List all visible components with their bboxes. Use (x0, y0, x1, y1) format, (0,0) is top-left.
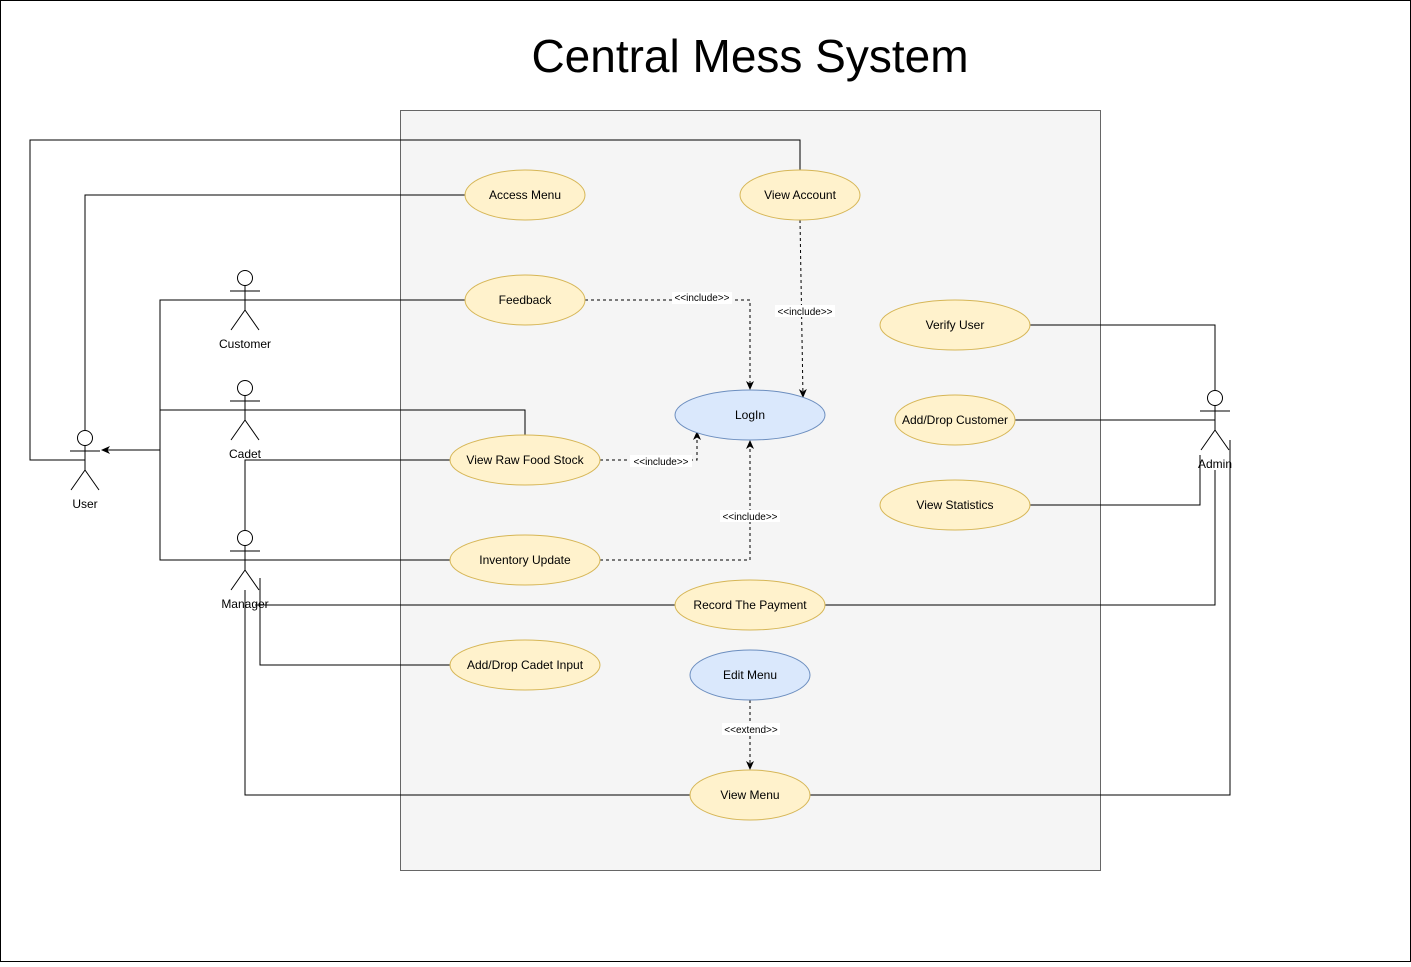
include-label-view-account: <<include>> (777, 307, 832, 318)
use-case-view-menu[interactable]: View Menu (689, 769, 811, 821)
actor-manager[interactable] (230, 530, 260, 591)
association-manager-raw-food (244, 459, 450, 530)
include-feedback-login (585, 299, 754, 390)
use-case-view-statistics[interactable]: View Statistics (879, 479, 1031, 531)
use-case-view-raw-food-stock[interactable]: View Raw Food Stock (449, 434, 601, 486)
use-case-add-drop-cadet-input[interactable]: Add/Drop Cadet Input (449, 639, 601, 691)
use-case-record-payment[interactable]: Record The Payment (674, 579, 826, 631)
use-case-access-menu[interactable]: Access Menu (464, 169, 586, 221)
use-cases: Access Menu View Account Feedback Verify… (449, 169, 1031, 821)
actor-cadet-label: Cadet (229, 447, 262, 461)
actor-customer[interactable] (230, 270, 260, 331)
include-label-raw-food: <<include>> (633, 457, 688, 468)
diagram-title: Central Mess System (531, 30, 968, 82)
actor-cadet[interactable] (230, 380, 260, 441)
actor-admin[interactable] (1200, 390, 1230, 451)
use-case-view-account-label: View Account (764, 188, 836, 202)
use-case-add-drop-customer-label: Add/Drop Customer (902, 413, 1008, 427)
use-case-verify-user[interactable]: Verify User (879, 299, 1031, 351)
use-case-record-payment-label: Record The Payment (693, 598, 807, 612)
actor-user-icon (70, 430, 100, 491)
extend-label-edit-menu: <<extend>> (724, 725, 778, 736)
use-case-inventory-update[interactable]: Inventory Update (449, 534, 601, 586)
stereotype-labels: <<include>> <<include>> <<include>> <<in… (630, 292, 835, 736)
use-case-access-menu-label: Access Menu (489, 188, 561, 202)
actors (70, 270, 1230, 591)
actor-cadet-icon (230, 380, 260, 441)
use-case-view-raw-food-stock-label: View Raw Food Stock (466, 453, 584, 467)
actor-manager-icon (230, 530, 260, 591)
use-case-inventory-update-label: Inventory Update (479, 553, 571, 567)
actor-manager-label: Manager (221, 597, 268, 611)
use-case-edit-menu[interactable]: Edit Menu (689, 649, 811, 701)
association-manager-view-menu (244, 590, 690, 796)
use-case-feedback-label: Feedback (499, 293, 553, 307)
association-admin-statistics (1030, 455, 1201, 506)
association-user-access-menu (84, 194, 465, 430)
use-case-feedback[interactable]: Feedback (464, 274, 586, 326)
use-case-view-menu-label: View Menu (720, 788, 779, 802)
actor-customer-label: Customer (219, 337, 271, 351)
include-inventory-login (600, 440, 754, 561)
actor-admin-icon (1200, 390, 1230, 451)
actor-customer-icon (230, 270, 260, 331)
association-feedback-inventory-bracket (159, 299, 465, 561)
association-admin-payment (825, 470, 1216, 606)
association-cadet-raw-food (160, 409, 526, 435)
actor-admin-label: Admin (1198, 457, 1232, 471)
use-case-add-drop-cadet-input-label: Add/Drop Cadet Input (467, 658, 584, 672)
actor-labels: Customer Cadet User Manager Admin (72, 337, 1232, 611)
association-lines (29, 139, 1231, 796)
actor-user[interactable] (70, 430, 100, 491)
association-admin-verify-user (1030, 324, 1216, 390)
include-label-feedback: <<include>> (674, 293, 729, 304)
association-user-view-account (29, 139, 801, 461)
use-case-login[interactable]: LogIn (674, 389, 826, 441)
actor-user-label: User (72, 497, 97, 511)
use-case-view-account[interactable]: View Account (739, 169, 861, 221)
association-manager-cadet-input (259, 578, 450, 666)
use-case-verify-user-label: Verify User (926, 318, 985, 332)
use-case-login-label: LogIn (735, 408, 765, 422)
association-admin-view-menu (810, 440, 1231, 796)
use-case-edit-menu-label: Edit Menu (723, 668, 777, 682)
use-case-view-statistics-label: View Statistics (916, 498, 993, 512)
include-label-inventory: <<include>> (722, 512, 777, 523)
use-case-add-drop-customer[interactable]: Add/Drop Customer (894, 394, 1016, 446)
